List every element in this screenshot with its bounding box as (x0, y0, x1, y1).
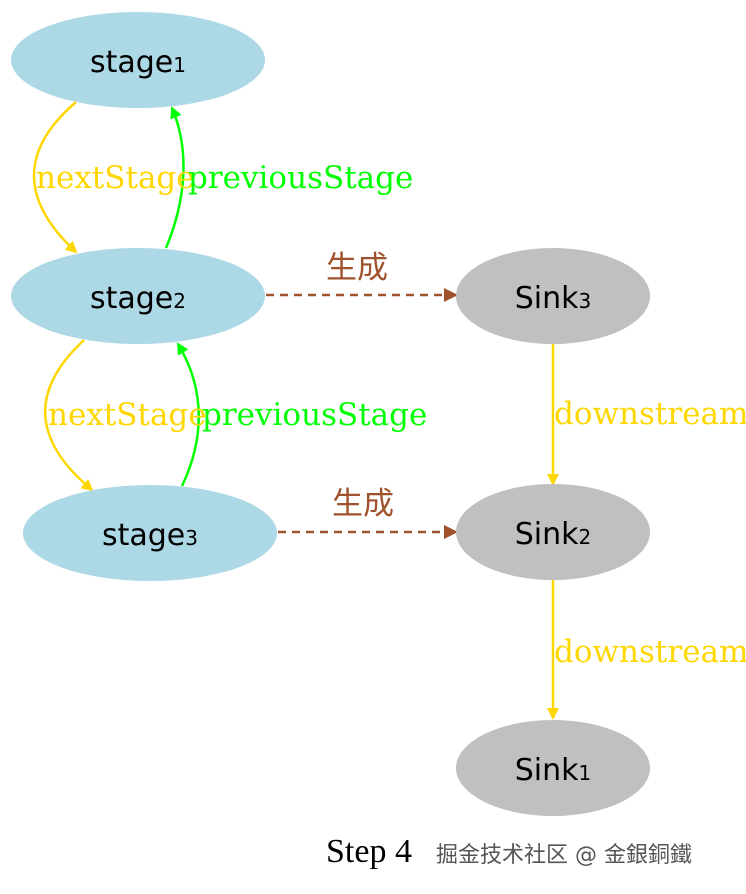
label-next-stage-1: nextStage (36, 160, 195, 196)
watermark: 掘金技术社区 @ 金銀銅鐵 (436, 843, 692, 868)
edge-next-stage1-stage2 (32, 101, 78, 254)
svg-text:Sink3: Sink3 (515, 281, 592, 316)
node-stage1-sub: 1 (173, 53, 186, 77)
node-stage1: stage1 (11, 12, 265, 108)
label-generate-1: 生成 (326, 250, 388, 286)
node-sink2-sub: 2 (579, 525, 592, 549)
label-next-stage-2: nextStage (48, 397, 207, 433)
edge-previous-stage2-stage1 (164, 106, 185, 249)
node-sink3-label: Sink (515, 281, 579, 316)
svg-text:Sink2: Sink2 (515, 517, 592, 552)
node-sink2-label: Sink (515, 517, 579, 552)
edge-previous-stage3-stage2 (176, 342, 200, 487)
node-sink1: Sink1 (456, 720, 650, 816)
node-sink1-sub: 1 (579, 761, 592, 785)
label-previous-stage-2: previousStage (202, 397, 427, 433)
node-sink2: Sink2 (456, 484, 650, 580)
diagram-caption: Step 4 (326, 833, 412, 870)
node-stage2-sub: 2 (173, 289, 186, 313)
label-previous-stage-1: previousStage (188, 160, 413, 196)
svg-text:Sink1: Sink1 (515, 753, 592, 788)
label-downstream-2: downstream (554, 634, 746, 670)
node-stage3-sub: 3 (185, 526, 198, 550)
node-stage2: stage2 (11, 248, 265, 344)
node-stage3: stage3 (23, 485, 277, 581)
label-downstream-1: downstream (554, 396, 746, 432)
svg-text:stage2: stage2 (90, 281, 186, 316)
edge-next-stage2-stage3 (43, 339, 94, 492)
label-generate-2: 生成 (332, 486, 394, 522)
node-stage1-label: stage (90, 45, 173, 80)
node-sink3-sub: 3 (579, 289, 592, 313)
node-sink3: Sink3 (456, 248, 650, 344)
node-stage2-label: stage (90, 281, 173, 316)
svg-text:stage1: stage1 (90, 45, 186, 80)
node-stage3-label: stage (102, 518, 185, 553)
node-sink1-label: Sink (515, 753, 579, 788)
svg-text:stage3: stage3 (102, 518, 198, 553)
